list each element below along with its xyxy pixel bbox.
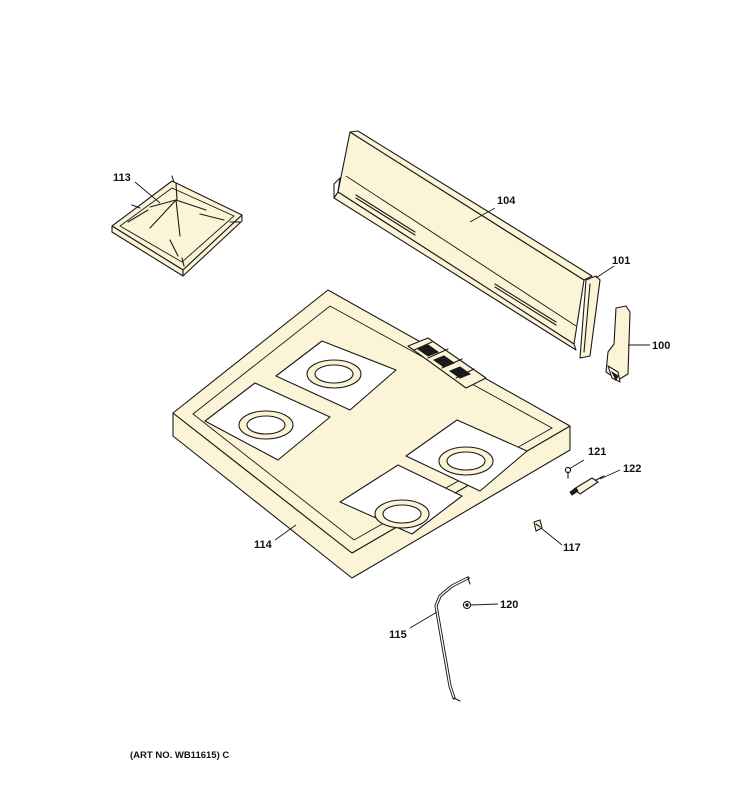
label-101: 101 [612,255,630,267]
end-cap-100[interactable] [605,305,631,383]
label-114: 114 [254,539,273,551]
label-100: 100 [652,340,670,352]
burner-grate-113[interactable] [111,175,243,277]
label-117: 117 [563,542,581,554]
leader-lines [134,181,650,629]
side-trim-101[interactable] [579,275,601,359]
backsplash-104[interactable] [333,130,593,351]
label-113: 113 [113,172,131,184]
label-122: 122 [623,463,641,475]
label-104: 104 [497,195,516,207]
label-115: 115 [389,629,407,641]
support-rod-115[interactable] [434,576,471,702]
art-number-caption: (ART NO. WB11615) C [130,750,229,761]
clip-117[interactable] [533,519,543,532]
electrode-122[interactable] [569,475,605,496]
label-121: 121 [588,446,606,458]
cooktop-114[interactable] [172,289,571,579]
label-120: 120 [500,599,518,611]
nut-120[interactable] [462,600,472,610]
